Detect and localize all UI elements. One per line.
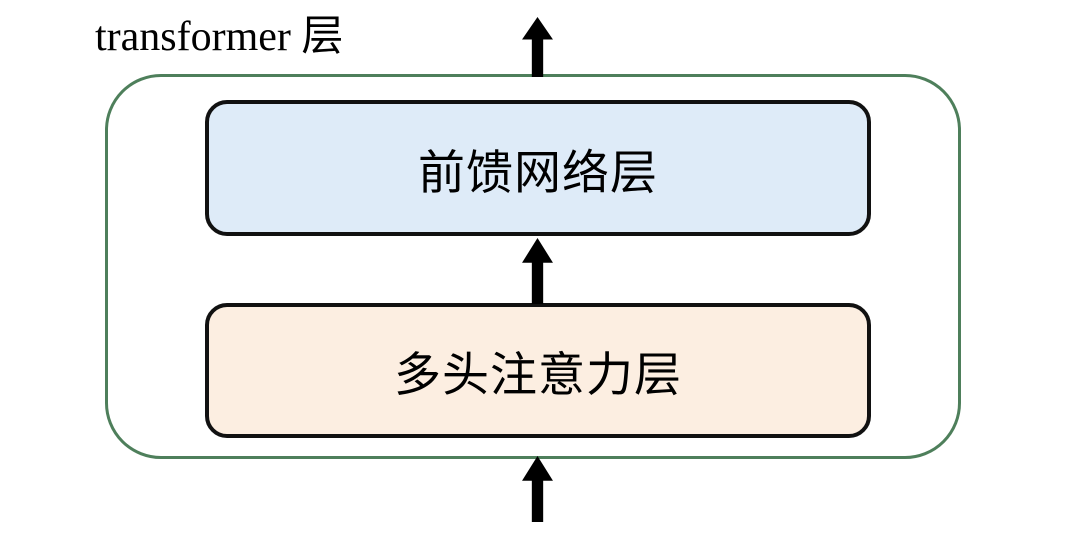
attention-layer-label: 多头注意力层 [394,350,682,402]
attention-layer-box: 多头注意力层 [205,303,871,438]
feedforward-layer-label: 前馈网络层 [418,147,658,200]
output-arrow-icon [521,17,554,77]
diagram-title: transformer 层 [95,14,344,60]
input-arrow-icon [521,456,554,522]
inter-layer-arrow-icon [521,238,554,304]
feedforward-layer-box: 前馈网络层 [205,100,871,236]
